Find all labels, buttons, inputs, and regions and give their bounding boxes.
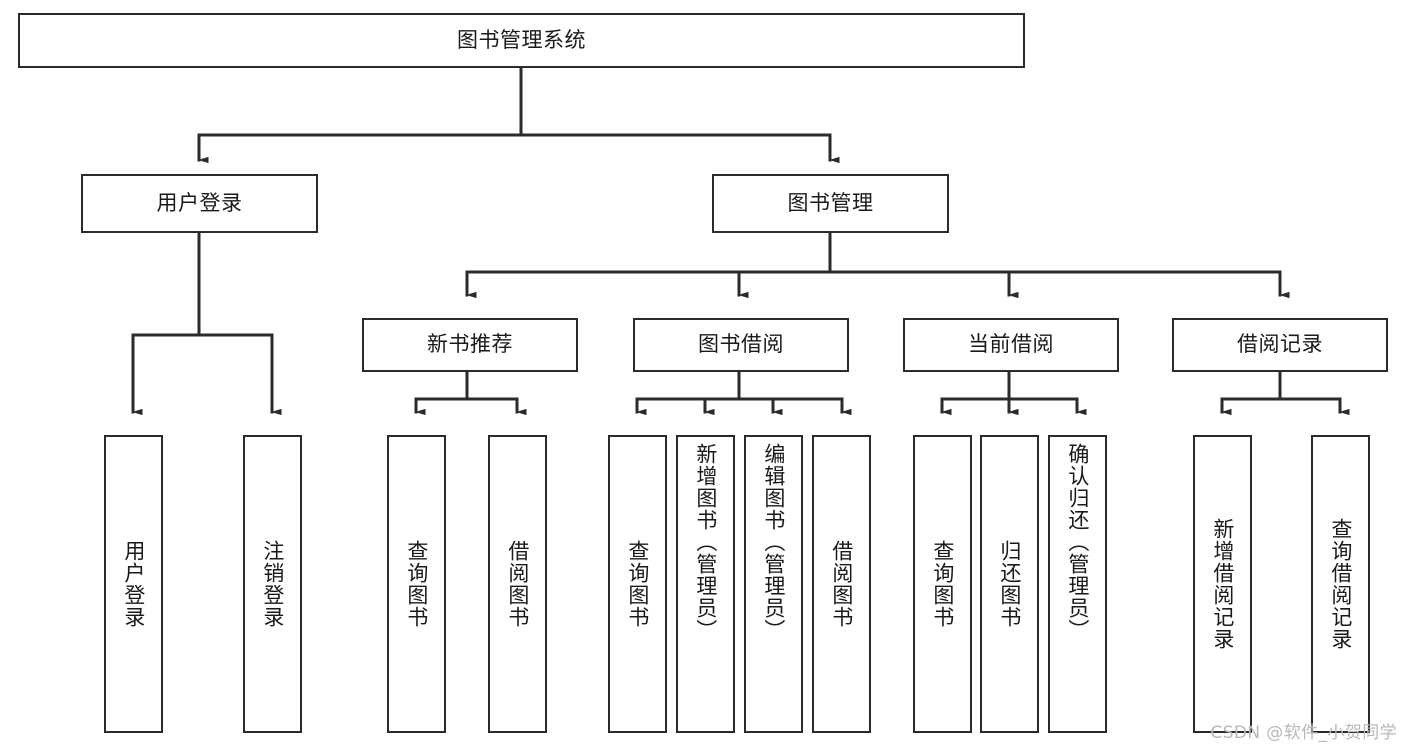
node-label: 查询借阅记录 [1328,518,1353,650]
node-label: 归还图书 [997,540,1022,628]
node-root-book-management-system[interactable]: 图书管理系统 [18,13,1025,68]
node-label: 借阅记录 [1237,332,1323,357]
node-book-borrow[interactable]: 图书借阅 [633,318,849,372]
node-label: 确认归还（管理员） [1065,443,1090,641]
node-label: 编辑图书（管理员） [761,443,786,641]
node-leaf-borrow-record-query[interactable]: 查询借阅记录 [1311,435,1370,733]
node-label: 用户登录 [156,190,243,215]
node-leaf-book-borrow-edit[interactable]: 编辑图书（管理员） [744,435,803,733]
node-leaf-book-borrow-add[interactable]: 新增图书（管理员） [676,435,735,733]
node-label: 查询图书 [404,540,429,628]
node-label: 图书管理系统 [457,27,586,52]
node-label: 用户登录 [121,540,146,628]
node-label: 新增图书（管理员） [693,443,718,641]
node-leaf-borrow-record-add[interactable]: 新增借阅记录 [1193,435,1252,733]
node-borrow-record[interactable]: 借阅记录 [1172,318,1388,372]
node-label: 查询图书 [930,540,955,628]
node-leaf-new-book-borrow[interactable]: 借阅图书 [488,435,547,733]
node-label: 新增借阅记录 [1210,518,1235,650]
node-label: 借阅图书 [505,540,530,628]
node-leaf-book-borrow-borrow[interactable]: 借阅图书 [812,435,871,733]
node-leaf-current-borrow-confirm-return[interactable]: 确认归还（管理员） [1048,435,1107,733]
node-leaf-user-login-login[interactable]: 用户登录 [104,435,163,733]
node-label: 图书借阅 [698,332,784,357]
node-leaf-current-borrow-return[interactable]: 归还图书 [980,435,1039,733]
csdn-watermark: CSDN @软件_小贺同学 [1210,723,1397,743]
node-new-book-recommend[interactable]: 新书推荐 [362,318,578,372]
node-label: 新书推荐 [427,332,513,357]
node-book-management[interactable]: 图书管理 [712,174,949,233]
node-user-login[interactable]: 用户登录 [81,174,318,233]
node-current-borrow[interactable]: 当前借阅 [903,318,1119,372]
node-label: 查询图书 [625,540,650,628]
node-leaf-book-borrow-query[interactable]: 查询图书 [608,435,667,733]
node-leaf-current-borrow-query[interactable]: 查询图书 [913,435,972,733]
node-leaf-new-book-query[interactable]: 查询图书 [387,435,446,733]
node-label: 当前借阅 [968,332,1054,357]
node-label: 图书管理 [787,190,874,215]
node-leaf-user-login-logout[interactable]: 注销登录 [243,435,302,733]
node-label: 注销登录 [260,540,285,628]
node-label: 借阅图书 [829,540,854,628]
